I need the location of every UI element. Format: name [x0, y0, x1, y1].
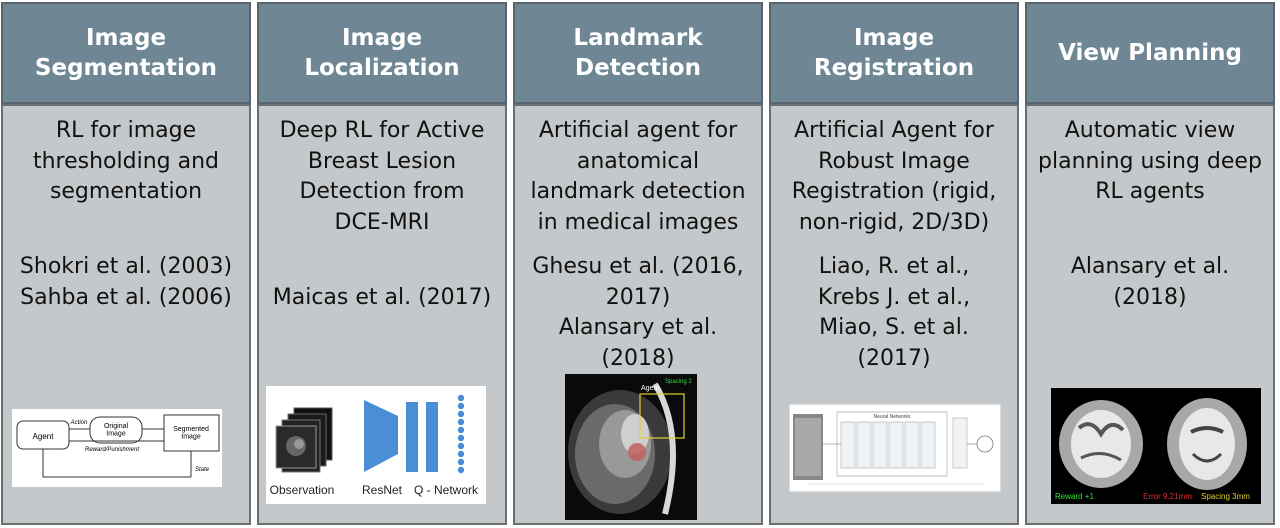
column-header: Landmark Detection	[513, 2, 763, 104]
column-image-registration: Image Registration Artificial Agent for …	[769, 2, 1019, 525]
column-body: Automatic view planning using deep RL ag…	[1025, 104, 1275, 525]
column-body: RL for image thresholding and segmentati…	[1, 104, 251, 525]
column-citation: Alansary et al. (2018)	[1070, 254, 1230, 310]
column-image-localization: Image Localization Deep RL for Active Br…	[257, 2, 507, 525]
reward-label: Reward/Punishment	[85, 447, 139, 453]
agent-label: Agent	[33, 432, 55, 441]
q-network-label: Q - Network	[414, 483, 479, 497]
column-description: RL for image thresholding and segmentati…	[32, 118, 219, 204]
view-planning-brain-figure: Reward +1 Error 9.21mm Spacing 3mm	[1051, 388, 1261, 504]
column-header: View Planning	[1025, 2, 1275, 104]
column-landmark-detection: Landmark Detection Artificial agent for …	[513, 2, 763, 525]
spacing-label: Spacing 3mm	[1201, 492, 1250, 501]
column-title: Landmark Detection	[573, 25, 703, 81]
column-header: Image Registration	[769, 2, 1019, 104]
column-citation: Liao, R. et al., Krebs J. et al., Miao, …	[817, 254, 971, 371]
column-title: Image Registration	[813, 25, 975, 81]
action-label: Action	[70, 420, 88, 426]
column-header: Image Localization	[257, 2, 507, 104]
column-title: Image Localization	[304, 25, 460, 81]
column-header: Image Segmentation	[1, 2, 251, 104]
column-body: Artificial Agent for Robust Image Regist…	[769, 104, 1019, 525]
column-description: Deep RL for Active Breast Lesion Detecti…	[279, 118, 485, 235]
column-citation: Ghesu et al. (2016, 2017) Alansary et al…	[532, 254, 744, 371]
column-view-planning: View Planning Automatic view planning us…	[1025, 2, 1275, 525]
column-body: Deep RL for Active Breast Lesion Detecti…	[257, 104, 507, 525]
column-citation: Shokri et al. (2003) Sahba et al. (2006)	[19, 254, 233, 310]
error-label: Error 9.21mm	[1143, 492, 1192, 501]
observation-label: Observation	[270, 483, 335, 497]
neural-networks-label: Neural Networks	[874, 414, 911, 420]
column-description: Artificial Agent for Robust Image Regist…	[791, 118, 997, 235]
column-title: Image Segmentation	[34, 25, 218, 81]
landmark-mri-figure: Agent Spacing 2	[565, 374, 697, 520]
column-citation: Maicas et al. (2017)	[272, 285, 492, 310]
column-body: Artificial agent for anatomical landmark…	[513, 104, 763, 525]
column-title: View Planning	[1058, 40, 1242, 66]
reward-label: Reward +1	[1055, 492, 1094, 501]
resnet-label: ResNet	[362, 483, 403, 497]
state-label: State	[195, 467, 210, 473]
agent-box-label: Agent	[641, 385, 659, 392]
spacing-label: Spacing 2	[665, 379, 692, 385]
localization-network-figure: Observation ResNet Q - Network	[266, 386, 486, 504]
column-description: Automatic view planning using deep RL ag…	[1038, 118, 1262, 204]
column-description: Artificial agent for anatomical landmark…	[530, 118, 746, 235]
registration-network-figure: Neural Networks	[789, 404, 1001, 492]
column-image-segmentation: Image Segmentation RL for image threshol…	[1, 2, 251, 525]
